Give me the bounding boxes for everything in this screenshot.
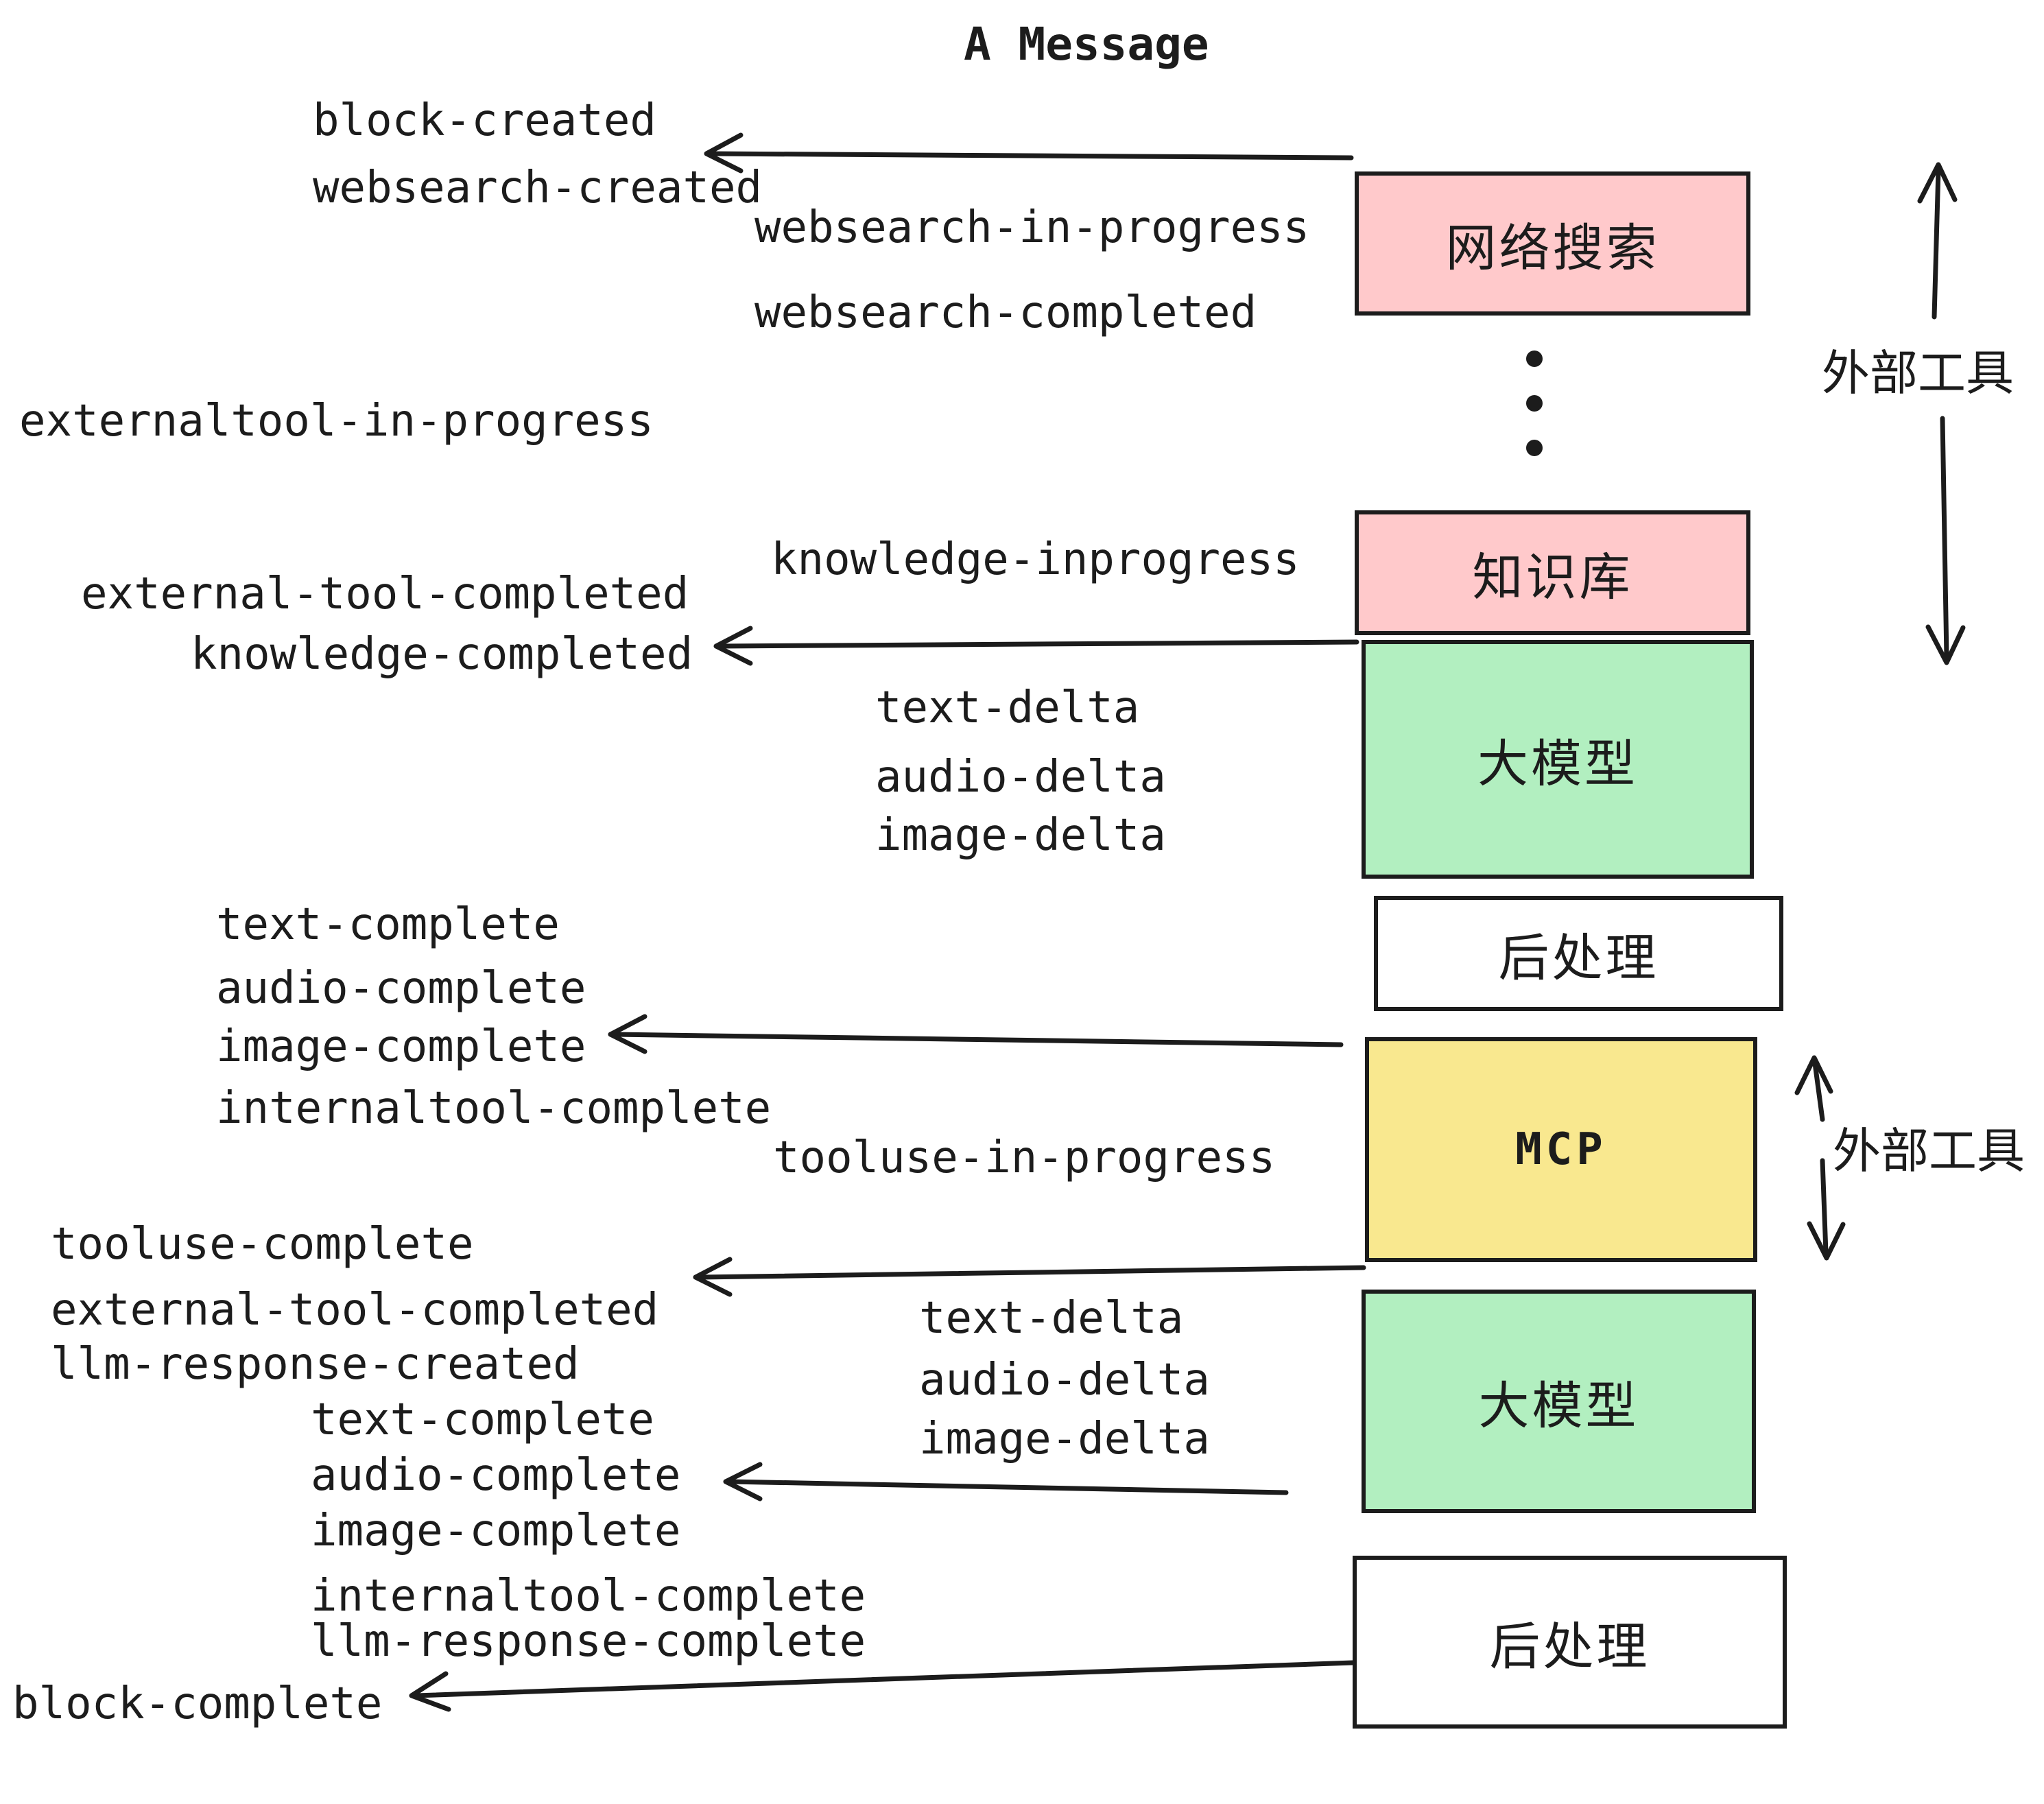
- event-knowledge-completed: knowledge-completed: [191, 629, 693, 680]
- event-audio-complete-1: audio-complete: [216, 963, 586, 1014]
- diagram-title: A Message: [964, 18, 1209, 71]
- box-web-search: 网络搜索: [1355, 171, 1750, 316]
- event-image-complete-2: image-complete: [311, 1506, 681, 1556]
- arrow-to-block-created: [704, 132, 1354, 174]
- arrow-to-knowledge-completed: [713, 626, 1359, 666]
- box-llm-1-label: 大模型: [1477, 735, 1638, 792]
- box-postprocess-1-label: 后处理: [1498, 929, 1659, 986]
- event-image-complete-1: image-complete: [216, 1021, 586, 1072]
- event-audio-complete-2: audio-complete: [311, 1450, 681, 1501]
- event-image-delta-2: image-delta: [919, 1414, 1210, 1464]
- box-knowledge-base: 知识库: [1355, 510, 1750, 635]
- event-audio-delta-1: audio-delta: [875, 752, 1166, 803]
- event-tooluse-in-progress: tooluse-in-progress: [773, 1132, 1276, 1183]
- arrow-to-audio-complete: [723, 1462, 1289, 1502]
- box-postprocess-1: 后处理: [1374, 896, 1783, 1011]
- external-tools-arrow-up-2: [1794, 1055, 1833, 1122]
- box-llm-2: 大模型: [1362, 1290, 1756, 1513]
- event-text-complete-2: text-complete: [311, 1394, 654, 1445]
- event-websearch-in-progress: websearch-in-progress: [754, 202, 1310, 253]
- event-audio-delta-2: audio-delta: [919, 1355, 1210, 1405]
- external-tools-label-2: 外部工具: [1833, 1124, 2025, 1178]
- event-knowledge-inprogress: knowledge-inprogress: [771, 534, 1300, 585]
- event-internaltool-complete-2: internaltool-complete: [311, 1571, 866, 1622]
- box-mcp: MCP: [1365, 1037, 1757, 1262]
- box-knowledge-base-label: 知识库: [1472, 548, 1633, 606]
- event-websearch-created: websearch-created: [313, 163, 763, 213]
- event-image-delta-1: image-delta: [875, 810, 1166, 861]
- box-postprocess-2: 后处理: [1353, 1556, 1787, 1729]
- box-llm-1: 大模型: [1362, 640, 1754, 879]
- event-text-complete-1: text-complete: [216, 899, 560, 950]
- event-block-complete: block-complete: [12, 1678, 383, 1729]
- box-llm-2-label: 大模型: [1478, 1377, 1639, 1434]
- ellipsis-dots: [1526, 351, 1543, 456]
- event-external-tool-completed-1: external-tool-completed: [81, 569, 689, 619]
- event-tooluse-complete: tooluse-complete: [51, 1219, 474, 1270]
- event-externaltool-in-progress: externaltool-in-progress: [19, 396, 654, 447]
- external-tools-label-1: 外部工具: [1822, 346, 2014, 400]
- event-block-created: block-created: [313, 95, 656, 146]
- event-llm-response-complete: llm-response-complete: [311, 1616, 866, 1667]
- event-websearch-completed: websearch-completed: [754, 287, 1257, 338]
- external-tools-arrow-up-1: [1917, 162, 1958, 320]
- event-llm-response-created: llm-response-created: [51, 1339, 580, 1390]
- external-tools-arrow-down-2: [1807, 1158, 1846, 1261]
- box-web-search-label: 网络搜索: [1445, 219, 1660, 276]
- external-tools-arrow-down-1: [1925, 416, 1966, 665]
- event-text-delta-2: text-delta: [919, 1293, 1184, 1344]
- arrow-to-block-complete: [409, 1660, 1355, 1712]
- event-text-delta-1: text-delta: [875, 683, 1140, 733]
- arrow-to-tooluse-complete: [693, 1257, 1366, 1297]
- box-mcp-label: MCP: [1515, 1124, 1607, 1175]
- arrow-to-image-complete: [608, 1014, 1344, 1054]
- event-internaltool-complete-1: internaltool-complete: [216, 1083, 772, 1134]
- event-external-tool-completed-2: external-tool-completed: [51, 1285, 659, 1336]
- box-postprocess-2-label: 后处理: [1489, 1617, 1650, 1675]
